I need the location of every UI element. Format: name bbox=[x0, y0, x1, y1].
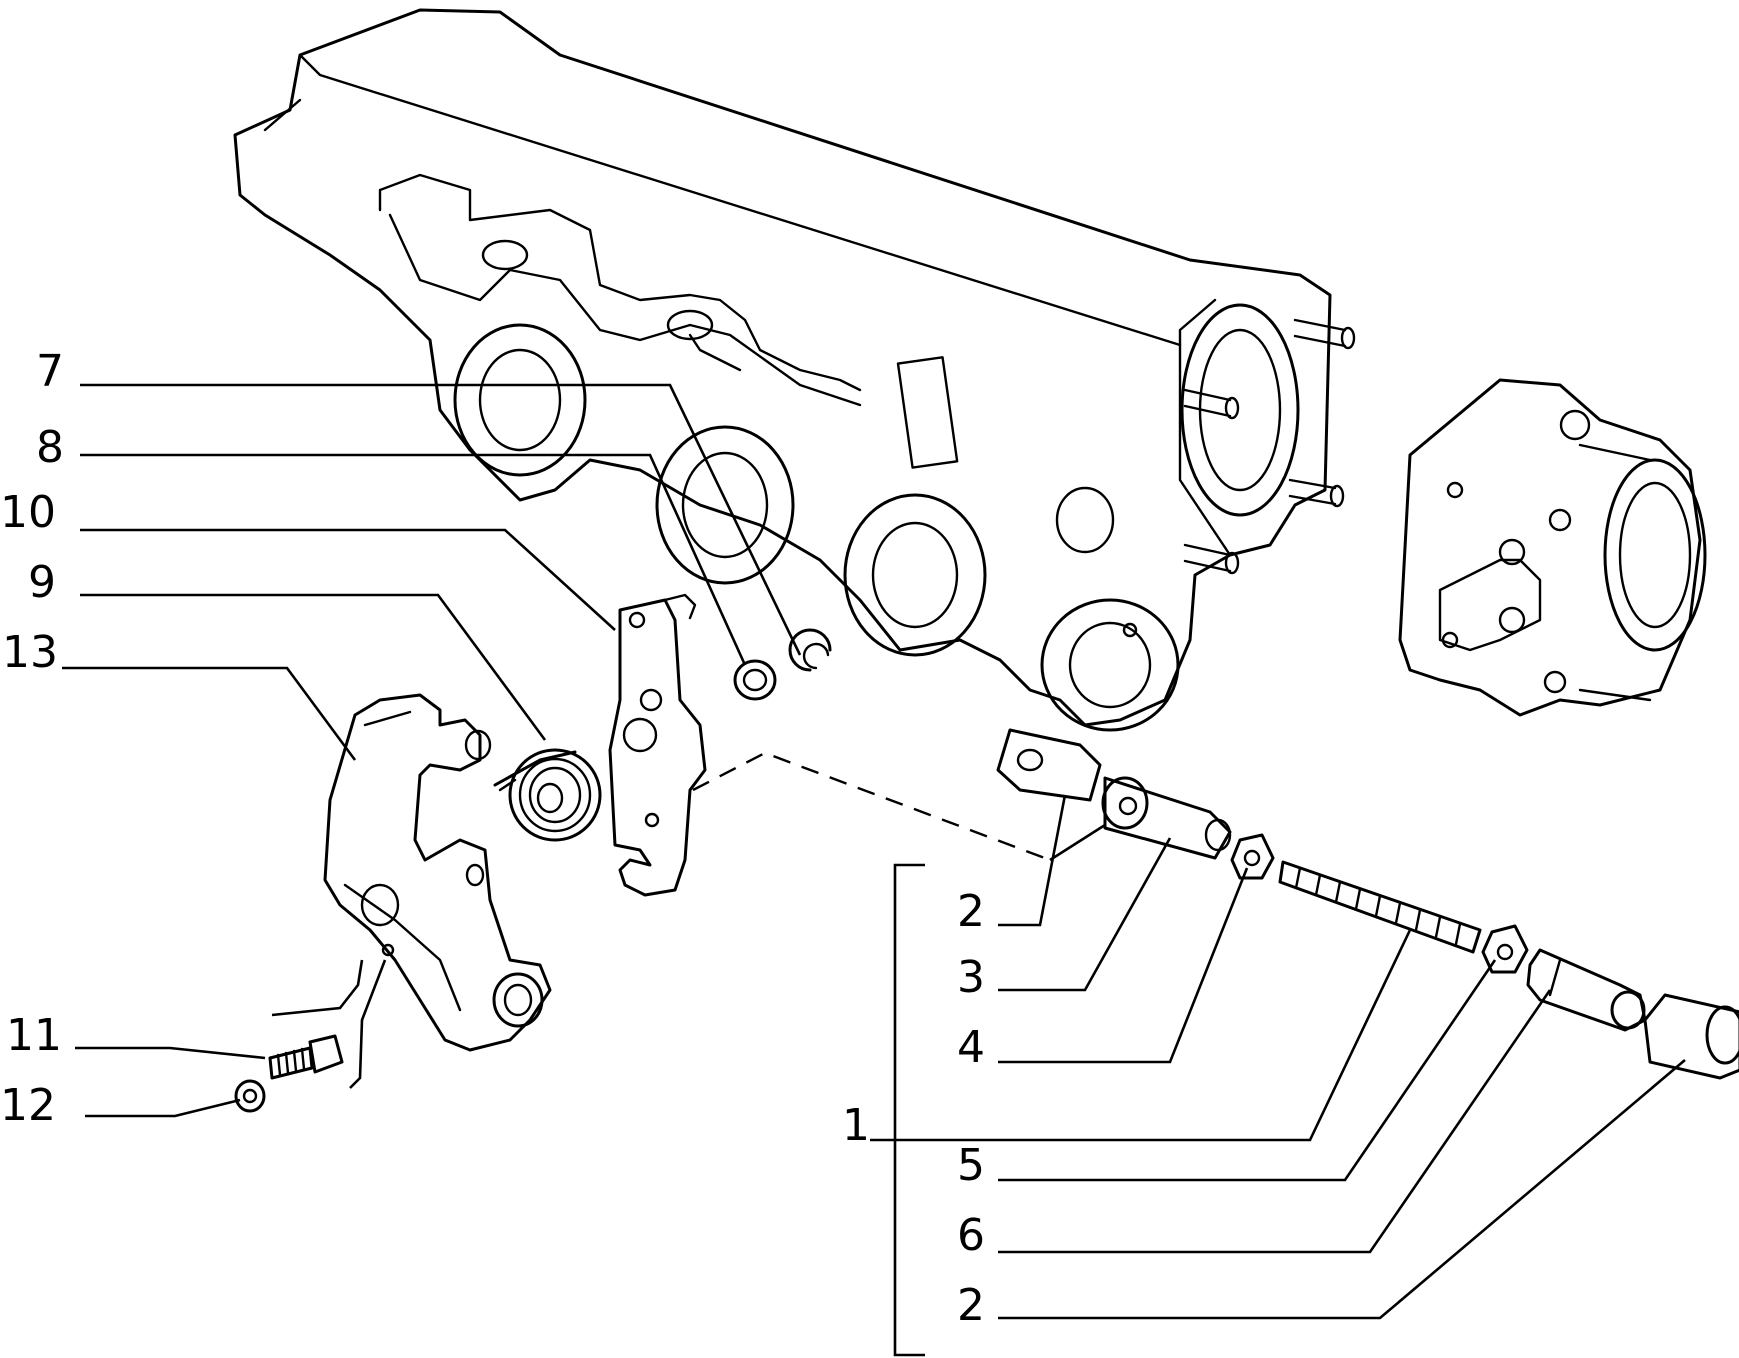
callout-7: 7 bbox=[36, 346, 64, 397]
bolt-11 bbox=[268, 1034, 344, 1080]
callout-4: 4 bbox=[957, 1022, 985, 1073]
callout-3: 3 bbox=[957, 952, 985, 1003]
throttle-lever bbox=[608, 593, 707, 897]
nut-4 bbox=[1230, 833, 1275, 880]
callout-2-upper: 2 bbox=[957, 886, 985, 937]
nut-5 bbox=[1481, 924, 1529, 974]
washer-12 bbox=[234, 1079, 266, 1113]
callout-1: 1 bbox=[842, 1100, 870, 1151]
washer-8 bbox=[733, 659, 777, 701]
callout-numbers: 7 8 10 9 13 11 12 2 3 4 1 5 6 2 bbox=[0, 346, 985, 1331]
circlip-7 bbox=[788, 628, 832, 672]
callout-13: 13 bbox=[2, 627, 58, 678]
leader-lines bbox=[62, 383, 1686, 1357]
rod-end-6 bbox=[1526, 948, 1647, 1032]
intake-manifold bbox=[233, 8, 1356, 732]
callout-5: 5 bbox=[957, 1140, 985, 1191]
callout-2-lower: 2 bbox=[957, 1280, 985, 1331]
return-spring bbox=[493, 748, 602, 842]
support-bracket bbox=[323, 693, 552, 1052]
ball-socket-2-lower bbox=[1643, 993, 1739, 1080]
callout-6: 6 bbox=[957, 1210, 985, 1261]
callout-11: 11 bbox=[6, 1010, 62, 1061]
ball-socket-2-upper bbox=[996, 728, 1102, 802]
throttle-body bbox=[1398, 378, 1707, 717]
rod-end-3 bbox=[1101, 776, 1232, 860]
callout-12: 12 bbox=[0, 1080, 56, 1131]
callout-10: 10 bbox=[0, 487, 56, 538]
callout-9: 9 bbox=[28, 557, 56, 608]
callout-8: 8 bbox=[36, 422, 64, 473]
threaded-rod-5 bbox=[1278, 860, 1482, 954]
